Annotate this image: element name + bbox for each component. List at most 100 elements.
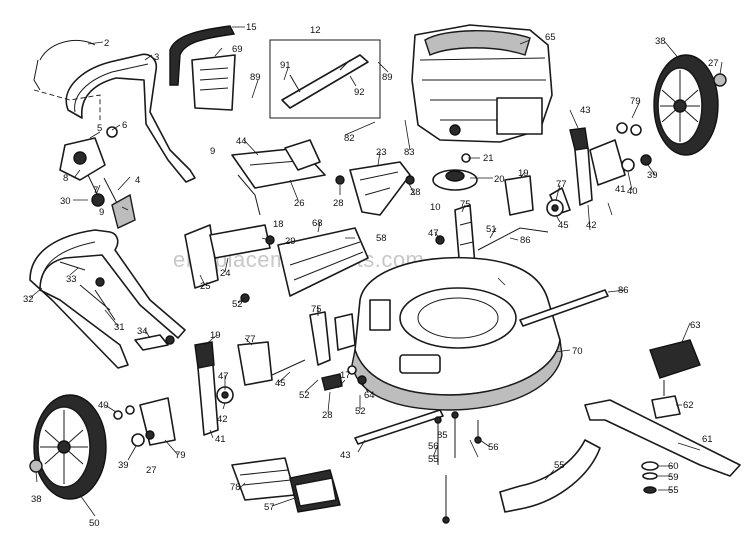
callout-label: 25: [200, 281, 211, 292]
callout-label: 10: [430, 202, 441, 213]
mulch-plug: [649, 339, 701, 379]
callout-label: 61: [702, 434, 713, 445]
handle-mounting-bracket: [231, 139, 326, 216]
callout-label: 28: [322, 410, 333, 421]
callout-label: 9: [210, 146, 215, 157]
callout-label: 39: [118, 460, 129, 471]
callout-label: 18: [273, 219, 284, 230]
discharge-chute: [335, 161, 415, 216]
rear-axle-rod: [519, 289, 609, 327]
callout-label: 26: [294, 198, 305, 209]
callout-label: 77: [245, 334, 256, 345]
callout-label: 34: [137, 326, 148, 337]
callout-label: 75: [460, 199, 471, 210]
callout-label: 64: [364, 390, 375, 401]
callout-label: 17: [340, 370, 351, 381]
callout-label: 91: [280, 60, 291, 71]
callout-label: 44: [236, 136, 247, 147]
callout-label: 52: [232, 299, 243, 310]
callout-label: 78: [230, 482, 241, 493]
height-adjuster-left: [194, 341, 306, 436]
callout-label: 27: [708, 58, 719, 69]
callout-label: 58: [376, 233, 387, 244]
callout-label: 85: [437, 430, 448, 441]
axle-hardware-left: [113, 397, 176, 447]
callout-numbers: 2 3 5 6 8 7 30 9 4 9 15 69 12 89 91 92 8…: [23, 22, 719, 529]
callout-label: 55: [668, 485, 679, 496]
control-cable: [33, 39, 96, 91]
drive-bracket: [435, 204, 476, 271]
upper-handle: [65, 53, 196, 183]
callout-label: 47: [428, 228, 439, 239]
callout-label: 89: [382, 72, 393, 83]
lower-handle: [29, 229, 186, 369]
callout-label: 7: [93, 185, 98, 196]
blade-bolts: [434, 411, 482, 524]
callout-label: 86: [618, 285, 629, 296]
cable-dashed-path: [33, 89, 101, 120]
callout-label: 24: [220, 268, 231, 279]
drive-assembly: [309, 311, 367, 391]
callout-label: 30: [60, 196, 71, 207]
callout-label: 79: [175, 450, 186, 461]
drive-cable: [477, 227, 549, 251]
grass-catcher-frame: [169, 25, 236, 111]
callout-label: 63: [690, 320, 701, 331]
callout-label: 79: [630, 96, 641, 107]
callout-label: 40: [627, 186, 638, 197]
deflector-box: [269, 39, 381, 119]
callout-label: 77: [556, 179, 567, 190]
callout-label: 27: [146, 465, 157, 476]
callout-label: 41: [615, 184, 626, 195]
callout-label: 43: [340, 450, 351, 461]
callout-label: 29: [285, 236, 296, 247]
callout-label: 33: [66, 274, 77, 285]
callout-label: 2: [104, 38, 109, 49]
callout-label: 92: [354, 87, 365, 98]
cable-bracket: [504, 175, 534, 216]
callout-label: 43: [580, 105, 591, 116]
wheel-bracket-upper: [546, 199, 564, 217]
callout-label: 5: [97, 123, 102, 134]
callout-label: 52: [355, 406, 366, 417]
callout-label: 55: [554, 460, 565, 471]
callout-label: 39: [647, 170, 658, 181]
callout-label: 60: [668, 461, 679, 472]
callout-label: 15: [246, 22, 257, 33]
callout-label: 6: [122, 120, 127, 131]
callout-label: 19: [210, 330, 221, 341]
callout-label: 65: [545, 32, 556, 43]
callout-label: 69: [232, 44, 243, 55]
callout-label: 42: [586, 220, 597, 231]
callout-label: 32: [23, 294, 34, 305]
callout-label: 28: [333, 198, 344, 209]
callout-label: 62: [683, 400, 694, 411]
callout-label: 41: [215, 434, 226, 445]
callout-label: 28: [410, 187, 421, 198]
drive-pulley: [432, 153, 478, 191]
callout-label: 83: [404, 147, 415, 158]
rear-wheel-right: [653, 54, 727, 156]
callout-label: 9: [99, 207, 104, 218]
callout-label: 82: [344, 133, 355, 144]
callout-label: 56: [488, 442, 499, 453]
blade-washers: [641, 461, 659, 494]
handle-bracket: [59, 126, 136, 229]
leader-lines: [29, 26, 723, 520]
callout-label: 8: [63, 173, 68, 184]
engine: [411, 24, 553, 143]
callout-label: 38: [655, 36, 666, 47]
blade-adapter: [651, 380, 681, 419]
front-axle-rod: [354, 409, 444, 445]
mower-deck: [351, 256, 563, 411]
skid-plate: [499, 439, 601, 513]
mower-blade: [584, 399, 741, 477]
callout-label: 40: [98, 400, 109, 411]
callout-label: 75: [311, 304, 322, 315]
callout-label: 56: [428, 441, 439, 452]
callout-label: 52: [299, 390, 310, 401]
callout-label: 89: [250, 72, 261, 83]
callout-label: 20: [494, 174, 505, 185]
callout-label: 4: [135, 175, 140, 186]
